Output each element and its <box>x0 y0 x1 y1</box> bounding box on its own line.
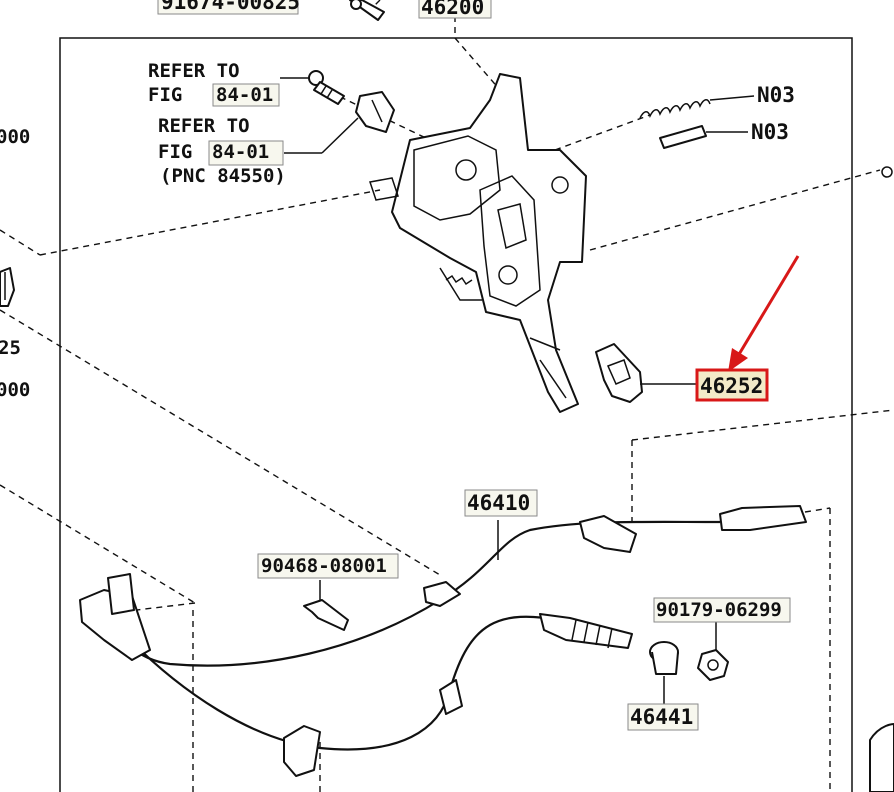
label-refer1-line1: REFER TO <box>148 60 240 82</box>
grommet-46441-icon <box>649 641 679 704</box>
left-edge-fragments <box>0 166 894 792</box>
label-refer2-line1: REFER TO <box>158 115 250 137</box>
label-90468-08001: 90468-08001 <box>261 555 387 577</box>
label-refer1-prefix: FIG <box>148 84 182 106</box>
label-n03-pin: N03 <box>751 120 789 144</box>
label-refer2-pnc: (PNC 84550) <box>160 165 286 187</box>
label-46252-highlighted: 46252 <box>700 374 763 398</box>
part-46252-icon <box>595 343 697 403</box>
label-46200: 46200 <box>421 0 484 19</box>
label-left-000-a: 000 <box>0 126 30 148</box>
label-91674-00825: 91674-00825 <box>161 0 300 14</box>
bolt-refer1-icon <box>308 70 345 105</box>
brake-cable-assembly-icon <box>79 505 807 777</box>
label-refer1-fig: 84-01 <box>216 84 273 106</box>
label-90179-06299: 90179-06299 <box>656 599 782 621</box>
highlight-arrow-icon <box>728 255 800 372</box>
parking-brake-lever-assembly-icon <box>369 73 587 413</box>
label-leaders <box>280 77 359 154</box>
label-46410: 46410 <box>467 491 530 515</box>
pin-n03-icon <box>659 125 748 149</box>
bolt-91674-icon <box>349 0 385 21</box>
clip-90468-icon <box>303 580 349 631</box>
part-labels: 91674-00825 46200 REFER TO FIG 84-01 REF… <box>0 0 795 729</box>
clip-refer2-icon <box>355 91 395 133</box>
label-boxes <box>157 0 791 731</box>
label-46441: 46441 <box>630 705 693 729</box>
label-left-000-b: 000 <box>0 379 30 401</box>
spring-n03-icon <box>639 95 755 119</box>
label-refer2-prefix: FIG <box>158 141 192 163</box>
label-refer2-fig: 84-01 <box>212 141 269 163</box>
label-n03-spring: N03 <box>757 83 795 107</box>
label-left-25: 25 <box>0 337 21 359</box>
nut-90179-icon <box>697 622 729 681</box>
